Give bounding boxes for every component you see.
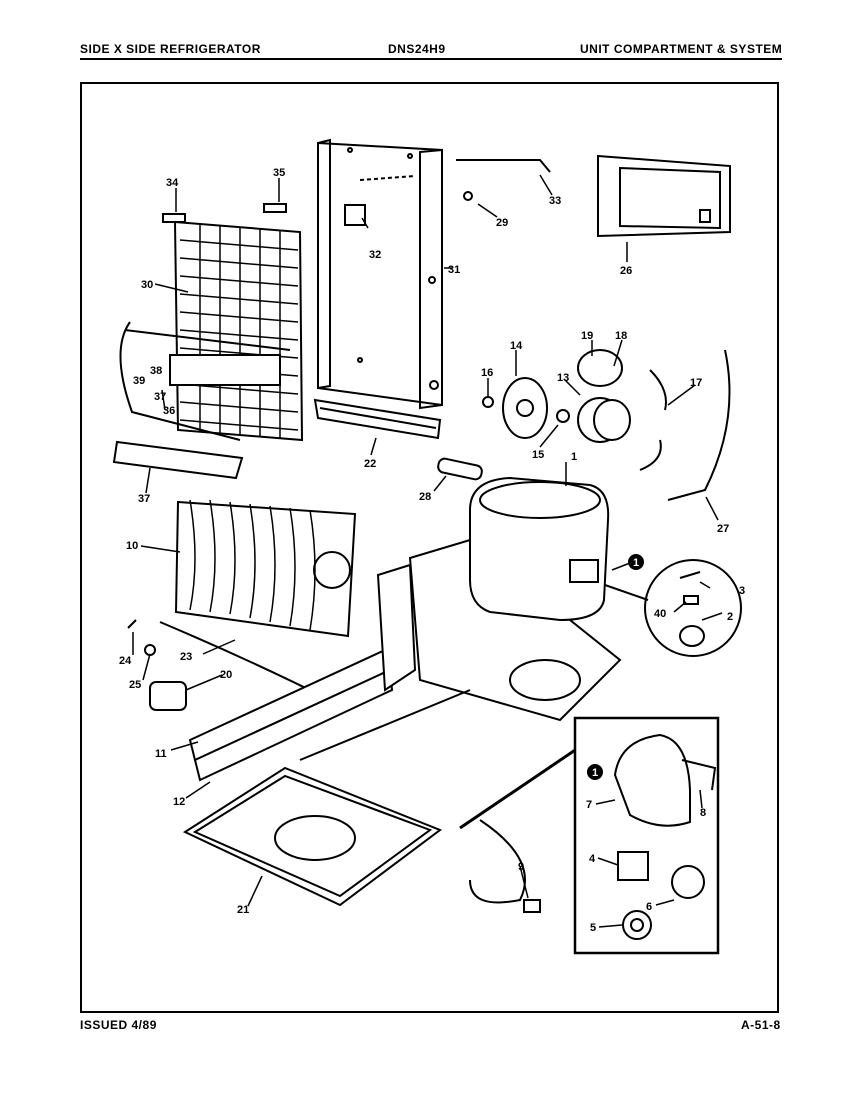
callout-20: 20 [220, 669, 232, 681]
callout-12: 12 [173, 796, 185, 808]
marker-inset: 1 [587, 764, 603, 780]
inset-magnifier [604, 559, 742, 657]
callout-36: 36 [163, 405, 175, 417]
callout-27: 27 [717, 523, 729, 535]
callout-19: 19 [581, 330, 593, 342]
footer-page-code: A-51-8 [741, 1018, 781, 1032]
callout-35: 35 [273, 167, 285, 179]
drain-trough [313, 398, 442, 440]
diagram-frame [80, 82, 779, 1013]
marker-inset-label: 1 [592, 767, 598, 779]
callout-31: 31 [448, 264, 460, 276]
callout-28: 28 [419, 491, 431, 503]
control-box [597, 154, 731, 238]
condenser [174, 499, 357, 638]
header-left-title: SIDE X SIDE REFRIGERATOR [80, 42, 261, 56]
lower-bracket [112, 440, 244, 480]
back-cover-panel [317, 138, 443, 410]
callout-14: 14 [510, 340, 523, 352]
condenser-coil [119, 203, 304, 442]
callout-11: 11 [155, 748, 167, 760]
compressor [469, 476, 610, 622]
marker-main: 1 [628, 554, 644, 570]
fan-assembly [482, 349, 631, 443]
callout-15: 15 [532, 449, 544, 461]
callout-21: 21 [237, 904, 249, 916]
callout-17: 17 [690, 377, 702, 389]
callout-4: 4 [589, 853, 596, 865]
callout-38: 38 [150, 365, 162, 377]
callout-16: 16 [481, 367, 493, 379]
callout-32: 32 [369, 249, 381, 261]
callout-10: 10 [126, 540, 138, 552]
header-model-number: DNS24H9 [388, 42, 446, 56]
callout-9: 9 [518, 861, 524, 873]
callout-18: 18 [615, 330, 627, 342]
callout-13: 13 [557, 372, 569, 384]
callout-6: 6 [646, 901, 652, 913]
callout-39: 39 [133, 375, 145, 387]
callout-8: 8 [700, 807, 706, 819]
relay-20 [149, 681, 187, 711]
callout-40: 40 [654, 608, 666, 620]
tube-12 [299, 689, 471, 761]
compressor-base [376, 538, 622, 722]
callout-34: 34 [166, 177, 179, 189]
marker-main-label: 1 [633, 557, 639, 569]
header-rule [80, 58, 782, 60]
inset-box [573, 716, 720, 955]
callout-24: 24 [119, 655, 132, 667]
drain-pan [182, 766, 443, 907]
header-section-title: UNIT COMPARTMENT & SYSTEM [580, 42, 783, 56]
callout-22: 22 [364, 458, 376, 470]
callout-30: 30 [141, 279, 153, 291]
callout-1: 1 [571, 451, 577, 463]
callout-5: 5 [590, 922, 596, 934]
callout-37a: 37 [154, 391, 166, 403]
callout-26: 26 [620, 265, 632, 277]
callout-33: 33 [549, 195, 561, 207]
callout-7: 7 [586, 799, 592, 811]
callout-3: 3 [739, 585, 745, 597]
callout-25: 25 [129, 679, 141, 691]
callout-37b: 37 [138, 493, 150, 505]
callout-2: 2 [727, 611, 733, 623]
footer-issued-date: ISSUED 4/89 [80, 1018, 157, 1032]
callout-29: 29 [496, 217, 508, 229]
callout-23: 23 [180, 651, 192, 663]
